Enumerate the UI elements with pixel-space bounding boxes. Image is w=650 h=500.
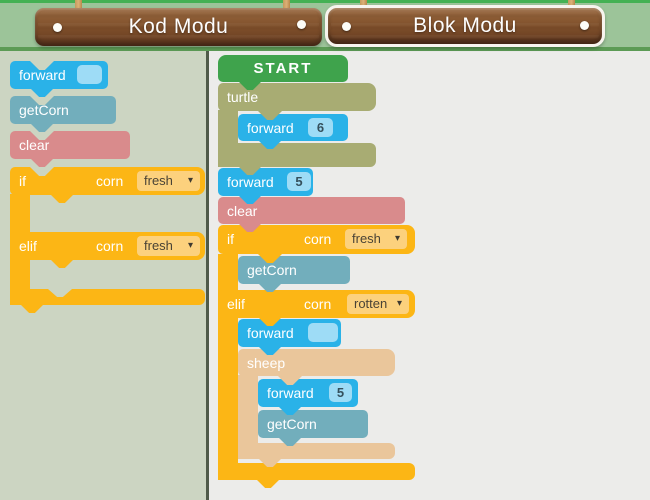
connector-notch [30, 167, 54, 176]
dropdown-caret-icon: ▾ [187, 240, 193, 251]
nail-icon [297, 20, 306, 29]
workspace-block-forward-5[interactable]: forward 5 [218, 168, 313, 196]
connector-tab [238, 166, 262, 175]
block-label: clear [19, 137, 50, 153]
dropdown-value: rotten [354, 296, 388, 311]
connector-tab [30, 123, 54, 132]
connector-tab [30, 158, 54, 167]
connector-tab [258, 458, 282, 467]
tab-blok-modu[interactable]: Blok Modu [325, 5, 605, 47]
dropdown-caret-icon: ▾ [187, 175, 193, 186]
connector-notch [48, 289, 72, 297]
connector-tab [20, 304, 44, 313]
toolbox-block-getcorn[interactable]: getCorn [10, 96, 116, 124]
tab-kod-modu[interactable]: Kod Modu [35, 8, 322, 46]
toolbox-block-clear[interactable]: clear [10, 131, 130, 159]
connector-tab [258, 254, 282, 263]
connector-notch [30, 96, 54, 105]
sheep-block-bottom-bar [238, 443, 395, 459]
block-label: forward [247, 120, 294, 136]
if-block-arm [218, 254, 238, 480]
connector-tab [258, 111, 282, 120]
connector-tab [50, 194, 74, 203]
corn-state-dropdown[interactable]: fresh ▾ [137, 236, 200, 256]
forward-value-input[interactable]: 6 [308, 118, 333, 137]
corn-state-dropdown[interactable]: fresh ▾ [345, 229, 407, 249]
workspace-block-turtle[interactable]: turtle [218, 83, 376, 111]
connector-tab [278, 437, 302, 446]
connector-notch [30, 61, 54, 70]
connector-tab [258, 346, 282, 355]
connector-tab [238, 223, 262, 232]
connector-tab [258, 283, 282, 292]
corn-state-dropdown[interactable]: fresh ▾ [137, 171, 200, 191]
block-label: elif [19, 238, 37, 254]
nail-icon [53, 23, 62, 32]
dropdown-caret-icon: ▾ [396, 298, 402, 309]
dropdown-value: fresh [144, 173, 173, 188]
connector-tab [278, 376, 302, 385]
toolbox-panel: forward getCorn clear if corn fresh ▾ [0, 51, 207, 500]
panel-divider [206, 51, 209, 500]
sheep-block-arm [238, 375, 258, 459]
connector-tab [238, 195, 262, 204]
block-label: if [19, 173, 26, 189]
block-label: getCorn [267, 416, 317, 432]
workspace-block-sheep-forward-5[interactable]: forward 5 [258, 379, 358, 407]
connector-tab [238, 81, 262, 90]
connector-tab [258, 140, 282, 149]
workspace-canvas[interactable]: START turtle forward 6 forward 5 clear [209, 51, 650, 500]
connector-tab [30, 88, 54, 97]
workspace-block-sheep-getcorn[interactable]: getCorn [258, 410, 368, 438]
block-label: getCorn [19, 102, 69, 118]
workspace-block-forward-empty[interactable]: forward [238, 319, 341, 347]
forward-value-input[interactable]: 5 [329, 383, 352, 402]
top-bar: Kod Modu Blok Modu [0, 0, 650, 51]
workspace-block-forward-6[interactable]: forward 6 [238, 114, 348, 141]
nail-icon [342, 22, 351, 31]
corn-state-dropdown[interactable]: rotten ▾ [347, 294, 409, 314]
connector-tab [258, 317, 282, 326]
workspace-block-start[interactable]: START [218, 55, 348, 82]
workspace-block-elif[interactable]: elif corn rotten ▾ [218, 290, 415, 318]
nail-icon [580, 21, 589, 30]
turtle-block-bottom-bar [218, 143, 376, 167]
block-label: forward [247, 325, 294, 341]
connector-tab [278, 406, 302, 415]
forward-value-input[interactable] [77, 65, 102, 84]
block-label: if [227, 231, 234, 247]
toolbox-block-elif[interactable]: elif corn fresh ▾ [10, 232, 205, 260]
tab-kod-modu-label: Kod Modu [128, 15, 229, 38]
tab-blok-modu-label: Blok Modu [413, 14, 517, 37]
toolbox-block-forward[interactable]: forward [10, 61, 108, 89]
arg-label: corn [304, 296, 332, 312]
forward-value-input[interactable] [308, 323, 338, 342]
workspace-block-if[interactable]: if corn fresh ▾ [218, 225, 415, 254]
block-label: elif [227, 296, 245, 312]
workspace-block-sheep[interactable]: sheep [238, 349, 395, 376]
block-label: turtle [227, 89, 259, 105]
dropdown-value: fresh [352, 231, 381, 246]
connector-notch [30, 131, 54, 140]
block-label: forward [227, 174, 274, 190]
forward-value-input[interactable]: 5 [287, 172, 311, 191]
block-label: sheep [247, 355, 286, 371]
if-block-bottom-bar [10, 289, 205, 305]
connector-tab [50, 259, 74, 268]
workspace-block-getcorn[interactable]: getCorn [238, 256, 350, 284]
block-label: START [253, 60, 313, 77]
dropdown-caret-icon: ▾ [394, 233, 400, 244]
block-label: forward [19, 67, 66, 83]
arg-label: corn [96, 238, 124, 254]
block-label: forward [267, 385, 314, 401]
arg-label: corn [304, 231, 332, 247]
connector-tab [256, 479, 280, 488]
block-label: getCorn [247, 262, 297, 278]
arg-label: corn [96, 173, 124, 189]
dropdown-value: fresh [144, 238, 173, 253]
if-block-bottom-bar [218, 463, 415, 480]
block-label: clear [227, 203, 258, 219]
